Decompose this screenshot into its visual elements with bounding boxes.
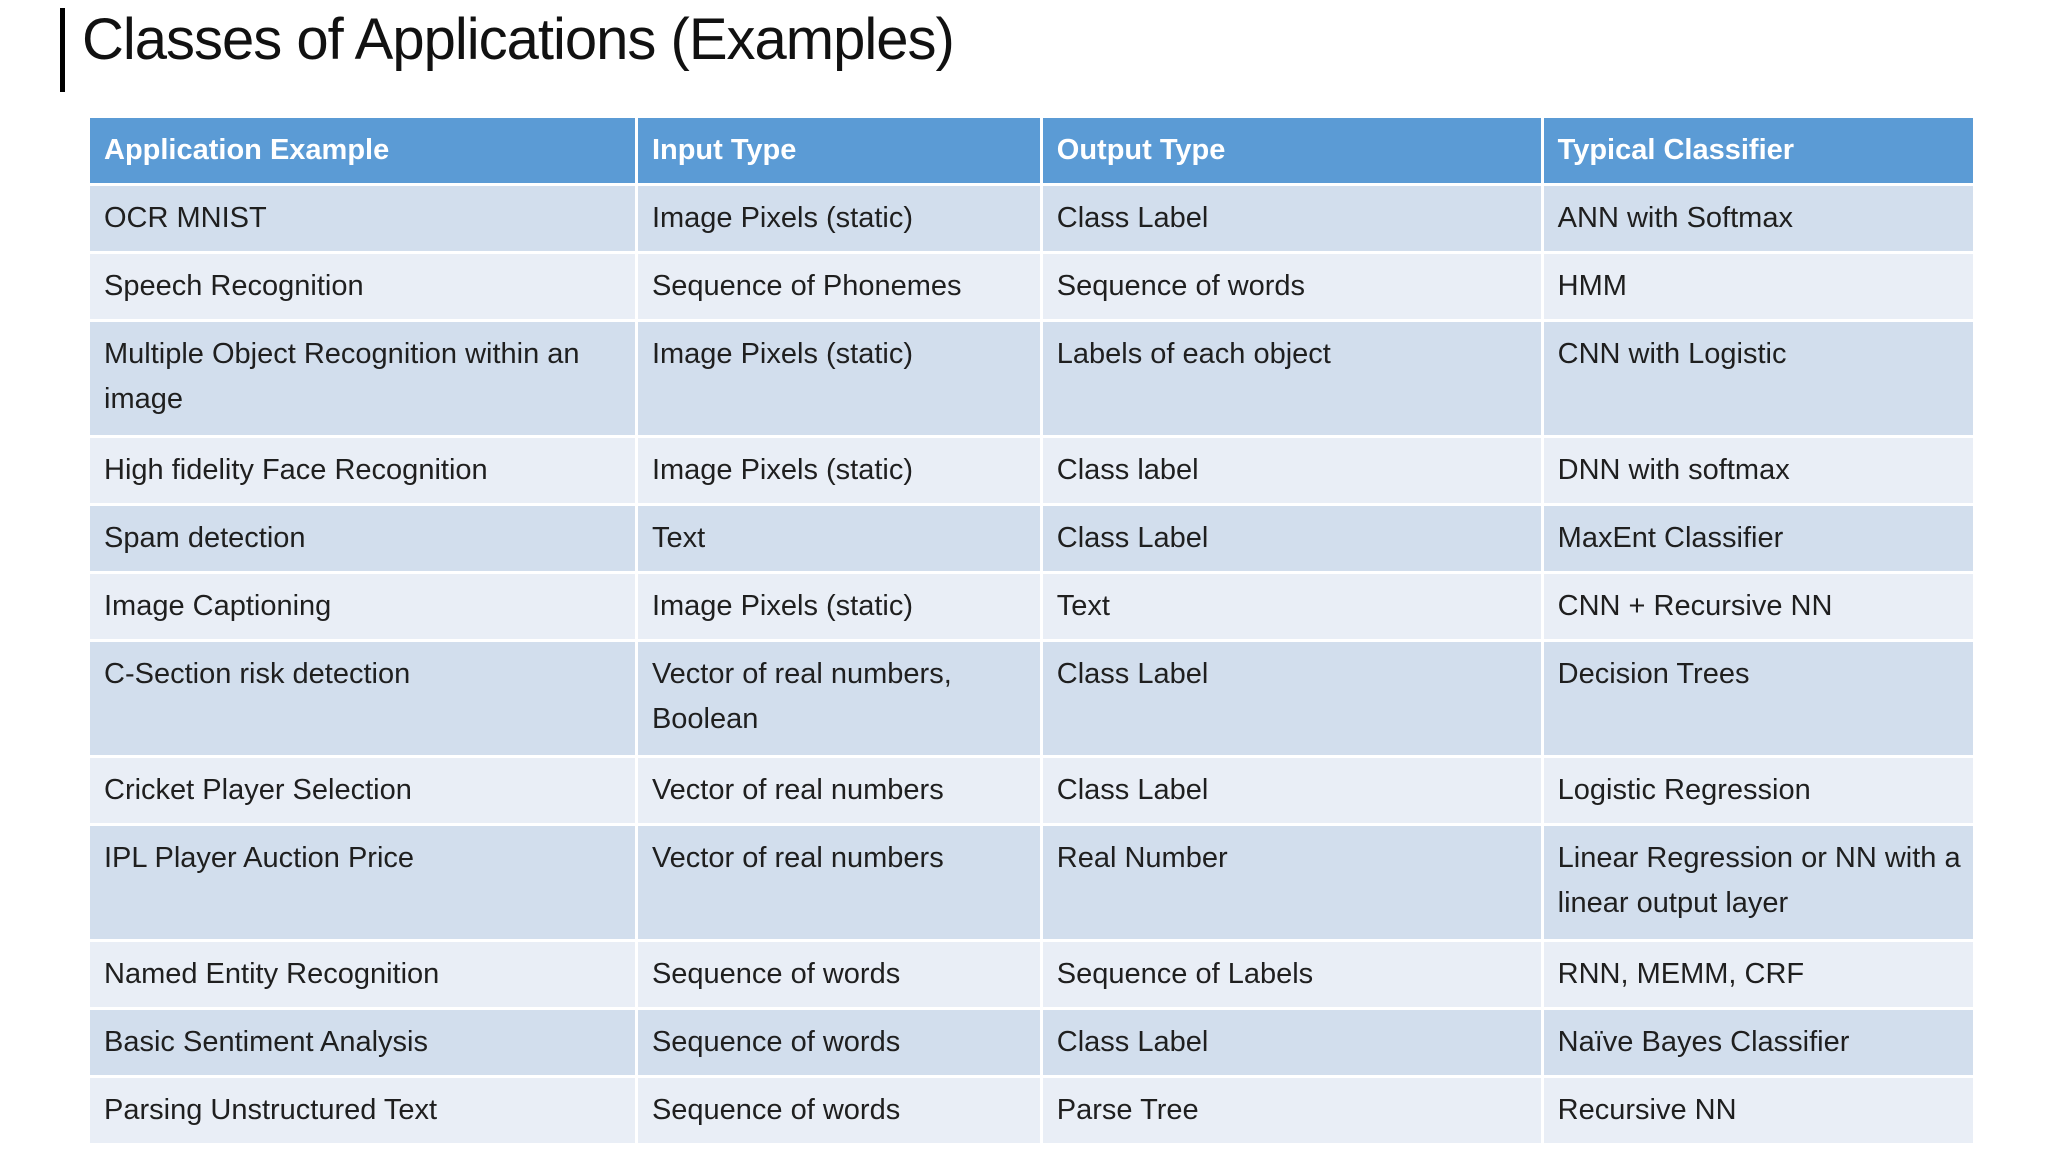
table-cell: Vector of real numbers [637, 758, 1043, 826]
table-cell: Class Label [1042, 1010, 1544, 1078]
table-cell: Logistic Regression [1543, 758, 1973, 826]
table-body: OCR MNIST Image Pixels (static) Class La… [90, 186, 1973, 1146]
table-cell: Cricket Player Selection [90, 758, 638, 826]
table-cell: Named Entity Recognition [90, 942, 638, 1010]
table-cell: Speech Recognition [90, 254, 638, 322]
table-cell: Class label [1042, 438, 1544, 506]
table-cell: MaxEnt Classifier [1543, 506, 1973, 574]
table-cell: Multiple Object Recognition within an im… [90, 322, 638, 438]
table-cell: Image Pixels (static) [637, 186, 1043, 254]
table-cell: OCR MNIST [90, 186, 638, 254]
table-cell: Sequence of words [637, 1010, 1043, 1078]
table-cell: Class Label [1042, 758, 1544, 826]
table-row: Cricket Player Selection Vector of real … [90, 758, 1973, 826]
table-cell: Image Captioning [90, 574, 638, 642]
header-row: Application Example Input Type Output Ty… [90, 118, 1973, 186]
table-cell: IPL Player Auction Price [90, 826, 638, 942]
applications-table: Application Example Input Type Output Ty… [90, 118, 1973, 1146]
header-cell-application-example: Application Example [90, 118, 638, 186]
table-cell: Naïve Bayes Classifier [1543, 1010, 1973, 1078]
table-cell: Image Pixels (static) [637, 574, 1043, 642]
header-cell-typical-classifier: Typical Classifier [1543, 118, 1973, 186]
table-cell: Linear Regression or NN with a linear ou… [1543, 826, 1973, 942]
table-row: IPL Player Auction Price Vector of real … [90, 826, 1973, 942]
table-cell: Real Number [1042, 826, 1544, 942]
header-cell-input-type: Input Type [637, 118, 1043, 186]
table-cell: Labels of each object [1042, 322, 1544, 438]
table-row: Multiple Object Recognition within an im… [90, 322, 1973, 438]
table-cell: Sequence of Phonemes [637, 254, 1043, 322]
table-cell: Sequence of Labels [1042, 942, 1544, 1010]
table-cell: High fidelity Face Recognition [90, 438, 638, 506]
table-header: Application Example Input Type Output Ty… [90, 118, 1973, 186]
table-cell: Sequence of words [1042, 254, 1544, 322]
table-cell: Text [1042, 574, 1544, 642]
table-cell: Vector of real numbers, Boolean [637, 642, 1043, 758]
table-cell: Spam detection [90, 506, 638, 574]
table-row: High fidelity Face Recognition Image Pix… [90, 438, 1973, 506]
table-row: OCR MNIST Image Pixels (static) Class La… [90, 186, 1973, 254]
table-cell: Basic Sentiment Analysis [90, 1010, 638, 1078]
table-cell: Class Label [1042, 506, 1544, 574]
table-cell: Class Label [1042, 186, 1544, 254]
table-row: Parsing Unstructured Text Sequence of wo… [90, 1078, 1973, 1146]
table-cell: Recursive NN [1543, 1078, 1973, 1146]
table-row: Basic Sentiment Analysis Sequence of wor… [90, 1010, 1973, 1078]
slide-title: Classes of Applications (Examples) [82, 7, 955, 72]
table-row: C-Section risk detection Vector of real … [90, 642, 1973, 758]
table-row: Speech Recognition Sequence of Phonemes … [90, 254, 1973, 322]
table-cell: Decision Trees [1543, 642, 1973, 758]
table-row: Named Entity Recognition Sequence of wor… [90, 942, 1973, 1010]
table-cell: HMM [1543, 254, 1973, 322]
table-cell: CNN + Recursive NN [1543, 574, 1973, 642]
header-cell-output-type: Output Type [1042, 118, 1544, 186]
table-cell: C-Section risk detection [90, 642, 638, 758]
table-cell: CNN with Logistic [1543, 322, 1973, 438]
text-cursor-bar [60, 8, 65, 92]
table-cell: Parsing Unstructured Text [90, 1078, 638, 1146]
table-cell: ANN with Softmax [1543, 186, 1973, 254]
table-cell: Image Pixels (static) [637, 322, 1043, 438]
table-cell: Vector of real numbers [637, 826, 1043, 942]
table-cell: RNN, MEMM, CRF [1543, 942, 1973, 1010]
table-row: Spam detection Text Class Label MaxEnt C… [90, 506, 1973, 574]
table-row: Image Captioning Image Pixels (static) T… [90, 574, 1973, 642]
table-cell: Image Pixels (static) [637, 438, 1043, 506]
table-cell: Text [637, 506, 1043, 574]
table-cell: DNN with softmax [1543, 438, 1973, 506]
table-cell: Sequence of words [637, 1078, 1043, 1146]
table-cell: Sequence of words [637, 942, 1043, 1010]
table-cell: Parse Tree [1042, 1078, 1544, 1146]
table-cell: Class Label [1042, 642, 1544, 758]
